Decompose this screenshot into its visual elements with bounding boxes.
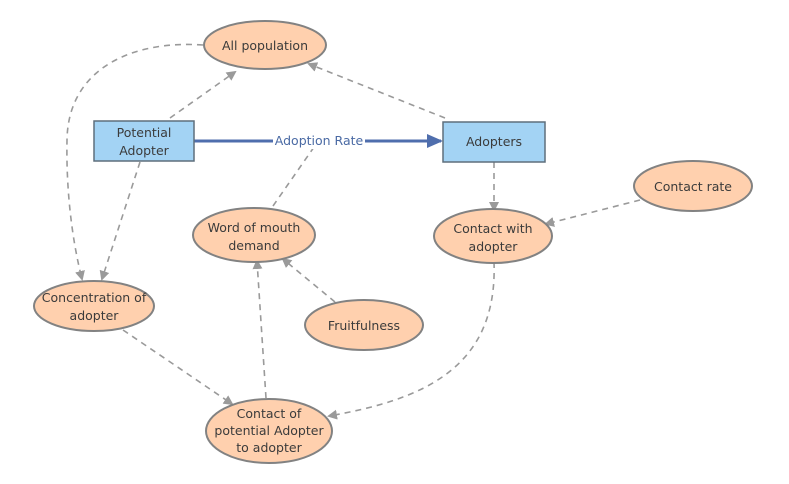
adoption-rate-flow: Adoption Rate [194,131,443,149]
link-population-to-concentration [66,43,204,281]
link-contact-with-to-contact-potential [327,261,495,420]
link-adopters-to-population [307,62,446,119]
link-potential-to-population [169,70,237,119]
node-contact-rate[interactable]: Contact rate [633,160,753,212]
link-concentration-to-contact-potential [122,329,234,406]
concentration-label-line2: adopter [70,308,120,323]
word-of-mouth-label-line2: demand [228,238,279,253]
causal-links [66,43,641,420]
potential-adopter-label-line2: Adopter [119,143,169,158]
node-fruitfulness[interactable]: Fruitfulness [304,299,424,351]
potential-adopter-label-line1: Potential [117,125,172,140]
node-word-of-mouth-demand[interactable]: Word of mouth demand [192,207,316,263]
adoption-rate-label: Adoption Rate [275,133,364,148]
word-of-mouth-label-line1: Word of mouth [208,220,301,235]
link-contact-rate-to-contact-with [544,199,641,227]
link-potential-to-concentration [99,161,141,281]
contact-with-adopter-label-line2: adopter [469,239,519,254]
all-population-label: All population [222,38,308,53]
contact-with-adopter-label-line1: Contact with [453,221,532,236]
node-all-population[interactable]: All population [203,20,327,70]
fruitfulness-label: Fruitfulness [328,318,400,333]
node-potential-adopter[interactable]: Potential Adopter [93,120,195,162]
node-adopters[interactable]: Adopters [442,121,546,163]
contact-potential-label-line1: Contact of [237,406,302,421]
node-concentration-of-adopter[interactable]: Concentration of adopter [33,280,155,332]
link-fruitfulness-to-wom [281,257,336,303]
contact-potential-label-line3: to adopter [236,440,302,455]
contact-potential-label-line2: potential Adopter [214,423,324,438]
adoption-rate-label-background [273,131,365,149]
node-contact-with-adopter[interactable]: Contact with adopter [433,208,553,264]
concentration-label-line1: Concentration of [42,290,147,305]
contact-rate-label: Contact rate [654,179,732,194]
link-contact-potential-to-wom [252,259,267,399]
adopters-label: Adopters [466,134,522,149]
node-contact-potential-adopter[interactable]: Contact of potential Adopter to adopter [205,398,333,464]
